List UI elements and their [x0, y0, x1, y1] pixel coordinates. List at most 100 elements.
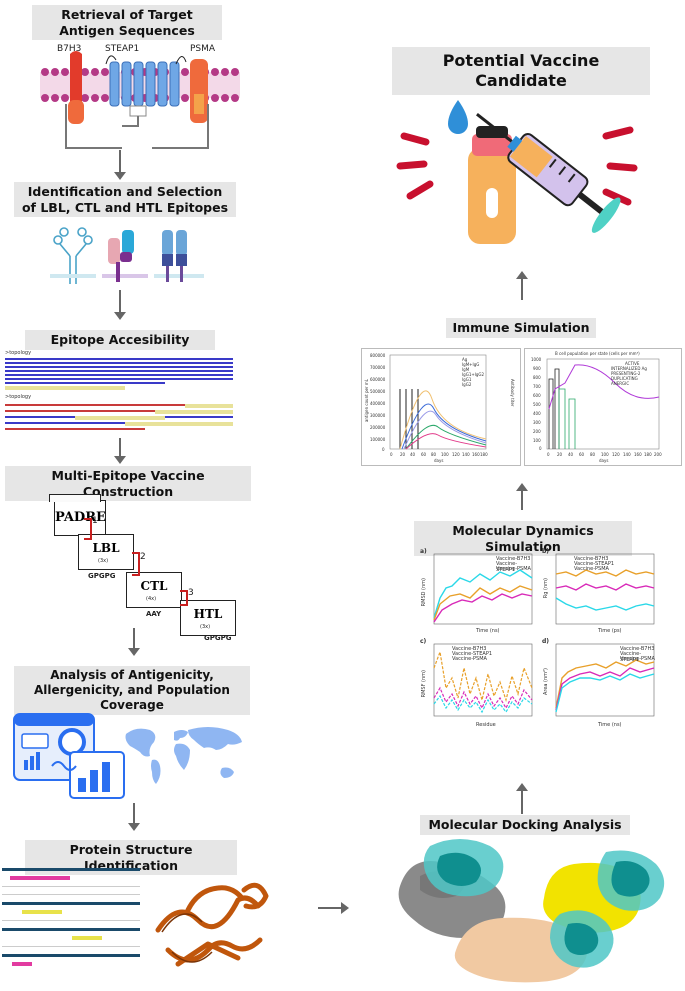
md-b-xlabel: Time (ps) [598, 628, 622, 634]
immune-right-ytick-5: 500 [533, 402, 541, 407]
immune-left-ytick-7: 100000 [370, 437, 385, 442]
epitope-receptors-illustration [50, 224, 210, 286]
immune-right-xtick-0: 0 [547, 452, 550, 457]
seq-label-2: >topology [5, 394, 31, 400]
flow-arrow-up-3 [521, 790, 523, 814]
md-panel-b-tag: b) [542, 548, 549, 555]
immune-right-ytick-7: 300 [533, 420, 541, 425]
md-panel-d: d) Time (ns) Area (nm²) Vaccine-B7H3 Vac… [542, 638, 657, 730]
immune-right-ytick-2: 800 [533, 375, 541, 380]
world-map-illustration [122, 724, 250, 790]
md-b-legend-2: Vaccine-PSMA [574, 566, 609, 572]
md-panel-d-tag: d) [542, 638, 549, 645]
md-a-legend-2: Vaccine-PSMA [496, 566, 531, 572]
sequence-alignment-panel: >topology >topology [5, 350, 235, 436]
flow-arrow-4 [133, 628, 135, 650]
immune-right-xtick-8: 160 [634, 452, 642, 457]
flow-arrow-to-docking [318, 907, 342, 909]
immune-left-ytick-3: 500000 [370, 389, 385, 394]
immune-right-ytick-0: 1000 [531, 357, 541, 362]
immune-right-xtick-9: 180 [644, 452, 652, 457]
md-d-ylabel: Area (nm²) [543, 668, 549, 695]
linker-gpgpg-1: GPGPG [88, 572, 116, 580]
stage-title-antigenicity: Analysis of Antigenicity, Allergenicity,… [14, 666, 250, 715]
label-steap1: STEAP1 [105, 44, 139, 54]
immune-right-ytick-8: 200 [533, 429, 541, 434]
linker-gpgpg-2: GPGPG [204, 634, 232, 642]
label-b7h3: B7H3 [57, 44, 81, 54]
immune-right-title: B cell population per state (cells per m… [555, 351, 640, 356]
immune-left-xtick-0: 0 [390, 452, 393, 457]
immune-left-ytick-2: 600000 [370, 377, 385, 382]
flow-arrow-2 [119, 290, 121, 314]
immune-right-xtick-6: 120 [612, 452, 620, 457]
immune-left-xtick-6: 120 [452, 452, 460, 457]
block-htl: HTL [180, 600, 236, 636]
immune-left-xtick-2: 40 [410, 452, 415, 457]
md-d-xlabel: Time (ns) [598, 722, 622, 728]
immune-right-ytick-9: 100 [533, 438, 541, 443]
md-c-legend-2: Vaccine-PSMA [452, 656, 487, 662]
immune-right-legend-4: ANERGIC [611, 381, 629, 386]
stage-title-immune-simulation: Immune Simulation [446, 318, 596, 338]
secondary-structure-panel [2, 862, 142, 982]
immune-left-legend-5: IgG2 [462, 382, 471, 387]
immune-chart-antibody: antigen count per mL Antibody titer 8000… [361, 348, 521, 466]
flow-arrow-3 [119, 438, 121, 458]
immune-left-ytick-0: 800000 [370, 353, 385, 358]
immune-right-xtick-5: 100 [601, 452, 609, 457]
stage-title-retrieval: Retrieval of Target Antigen Sequences [32, 5, 222, 40]
analysis-dashboard-illustration [12, 712, 127, 800]
immune-right-xlabel: days [599, 458, 608, 463]
immune-left-xlabel: days [434, 458, 443, 463]
immune-right-xtick-1: 20 [557, 452, 562, 457]
flow-arrow-up-1 [521, 278, 523, 300]
md-a-xlabel: Time (ns) [476, 628, 500, 634]
immune-left-ylabel: antigen count per mL [364, 379, 369, 422]
immune-right-ytick-10: 0 [539, 446, 542, 451]
md-panel-c: c) Residue RMSF (nm) Vaccine-B7H3 Vaccin… [420, 638, 535, 730]
flow-arrow-5 [133, 803, 135, 825]
linker-aay: AAY [146, 610, 161, 618]
protein-ribbon-structure [148, 870, 278, 980]
immune-left-xtick-1: 20 [400, 452, 405, 457]
immune-right-xtick-7: 140 [623, 452, 631, 457]
immune-left-xtick-7: 140 [462, 452, 470, 457]
stage-title-epitope-selection: Identification and Selection of LBL, CTL… [14, 182, 236, 217]
count-htl: (3x) [200, 624, 210, 630]
immune-left-xtick-9: 180 [480, 452, 488, 457]
md-b-ylabel: Rg (nm) [543, 578, 549, 598]
count-lbl: (3x) [98, 558, 108, 564]
joint-1: 1 [92, 516, 98, 526]
joint-2: 2 [140, 552, 146, 562]
immune-right-xtick-2: 40 [568, 452, 573, 457]
immune-left-xtick-8: 160 [472, 452, 480, 457]
docking-complex-psma [450, 900, 625, 988]
immune-left-ytick-4: 400000 [370, 401, 385, 406]
md-panel-c-tag: c) [420, 638, 426, 645]
md-panel-a: a) Time (ns) RMSD (nm) Vaccine-B7H3 Vacc… [420, 548, 535, 636]
immune-right-ytick-1: 900 [533, 366, 541, 371]
immune-right-xtick-4: 80 [590, 452, 595, 457]
immune-left-ytick-6: 200000 [370, 425, 385, 430]
vaccine-syringe-illustration [396, 82, 646, 252]
immune-left-ylabel2: Antibody titer [510, 379, 515, 406]
md-a-ylabel: RMSD (nm) [421, 578, 427, 606]
immune-left-xtick-4: 80 [431, 452, 436, 457]
immune-left-ytick-1: 700000 [370, 365, 385, 370]
joint-3: 3 [188, 588, 194, 598]
immune-right-ytick-6: 400 [533, 411, 541, 416]
md-panel-b: b) Time (ps) Rg (nm) Vaccine-B7H3 Vaccin… [542, 548, 657, 636]
md-panel-a-tag: a) [420, 548, 427, 555]
immune-left-ytick-8: 0 [382, 447, 385, 452]
block-padre: PADRE [54, 500, 106, 536]
flow-arrow-up-2 [521, 490, 523, 510]
md-d-legend-2: Vaccine-PSMA [620, 656, 655, 662]
block-ctl: CTL [126, 572, 182, 608]
immune-right-xtick-3: 60 [579, 452, 584, 457]
immune-left-xtick-5: 100 [441, 452, 449, 457]
md-c-xlabel: Residue [476, 722, 496, 728]
vaccine-construct-diagram: PADRE LBL (3x) CTL (4x) HTL (3x) 1 GPGPG… [40, 490, 250, 640]
stage-title-molecular-docking: Molecular Docking Analysis [420, 815, 630, 835]
immune-right-ytick-3: 700 [533, 384, 541, 389]
